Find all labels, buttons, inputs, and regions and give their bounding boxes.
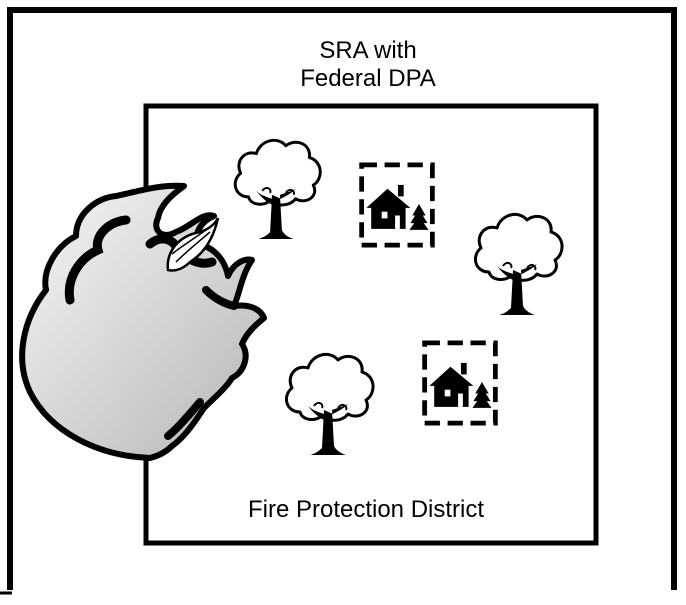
inner-label: Fire Protection District [248,496,484,523]
fire-icon [19,182,267,461]
sra-boundary [7,7,677,590]
house-icon [425,343,496,423]
house-icon [362,165,433,245]
outer-label-line2: Federal DPA [300,65,436,92]
outer-label-line1: SRA with [319,37,416,64]
tree-icon [233,138,322,241]
tree-icon [284,352,375,457]
tree-icon [473,212,564,317]
